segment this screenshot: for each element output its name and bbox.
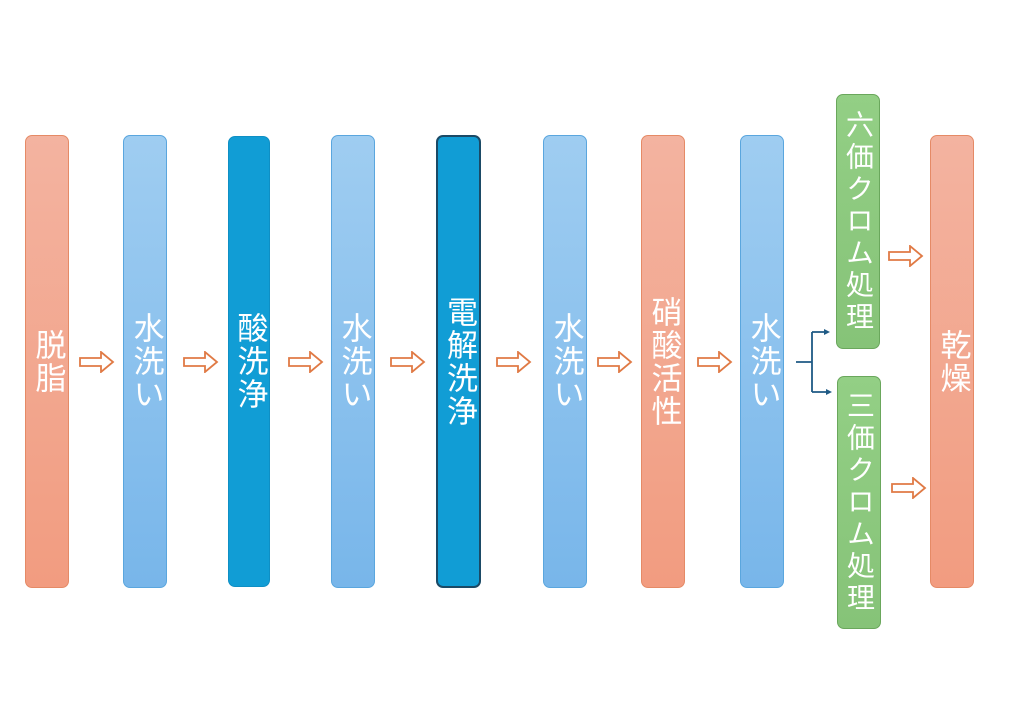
step-rinse-4: 水洗い bbox=[740, 135, 784, 588]
arrow-right-icon bbox=[597, 351, 633, 373]
branch-hexavalent-chrome: 六価クロム処理 bbox=[836, 94, 880, 349]
step-label: 電解洗浄 bbox=[441, 295, 477, 428]
step-rinse-3: 水洗い bbox=[543, 135, 587, 588]
step-label: 水洗い bbox=[335, 312, 372, 411]
branch-label: 六価クロム処理 bbox=[842, 109, 875, 334]
step-electrolytic-cleaning: 電解洗浄 bbox=[436, 135, 481, 588]
step-nitric-activation: 硝酸活性 bbox=[641, 135, 685, 588]
step-label: 酸洗浄 bbox=[231, 312, 268, 411]
arrow-right-icon bbox=[183, 351, 219, 373]
arrow-right-icon bbox=[697, 351, 733, 373]
step-label: 硝酸活性 bbox=[645, 295, 682, 428]
step-label: 水洗い bbox=[127, 312, 164, 411]
step-label: 水洗い bbox=[547, 312, 584, 411]
step-rinse-2: 水洗い bbox=[331, 135, 375, 588]
branch-label: 三価クロム処理 bbox=[843, 390, 876, 615]
branch-trivalent-chrome: 三価クロム処理 bbox=[837, 376, 881, 629]
arrow-right-icon bbox=[390, 351, 426, 373]
step-drying: 乾燥 bbox=[930, 135, 974, 588]
arrow-right-icon bbox=[496, 351, 532, 373]
arrow-right-icon bbox=[288, 351, 324, 373]
step-acid-wash: 酸洗浄 bbox=[228, 136, 270, 587]
branch-connector bbox=[796, 329, 832, 395]
arrow-right-icon bbox=[888, 245, 924, 267]
step-rinse-1: 水洗い bbox=[123, 135, 167, 588]
step-label: 乾燥 bbox=[934, 328, 971, 395]
step-label: 水洗い bbox=[744, 312, 781, 411]
arrow-right-icon bbox=[891, 477, 927, 499]
step-label: 脱脂 bbox=[29, 328, 66, 395]
step-degreasing: 脱脂 bbox=[25, 135, 69, 588]
arrow-right-icon bbox=[79, 351, 115, 373]
